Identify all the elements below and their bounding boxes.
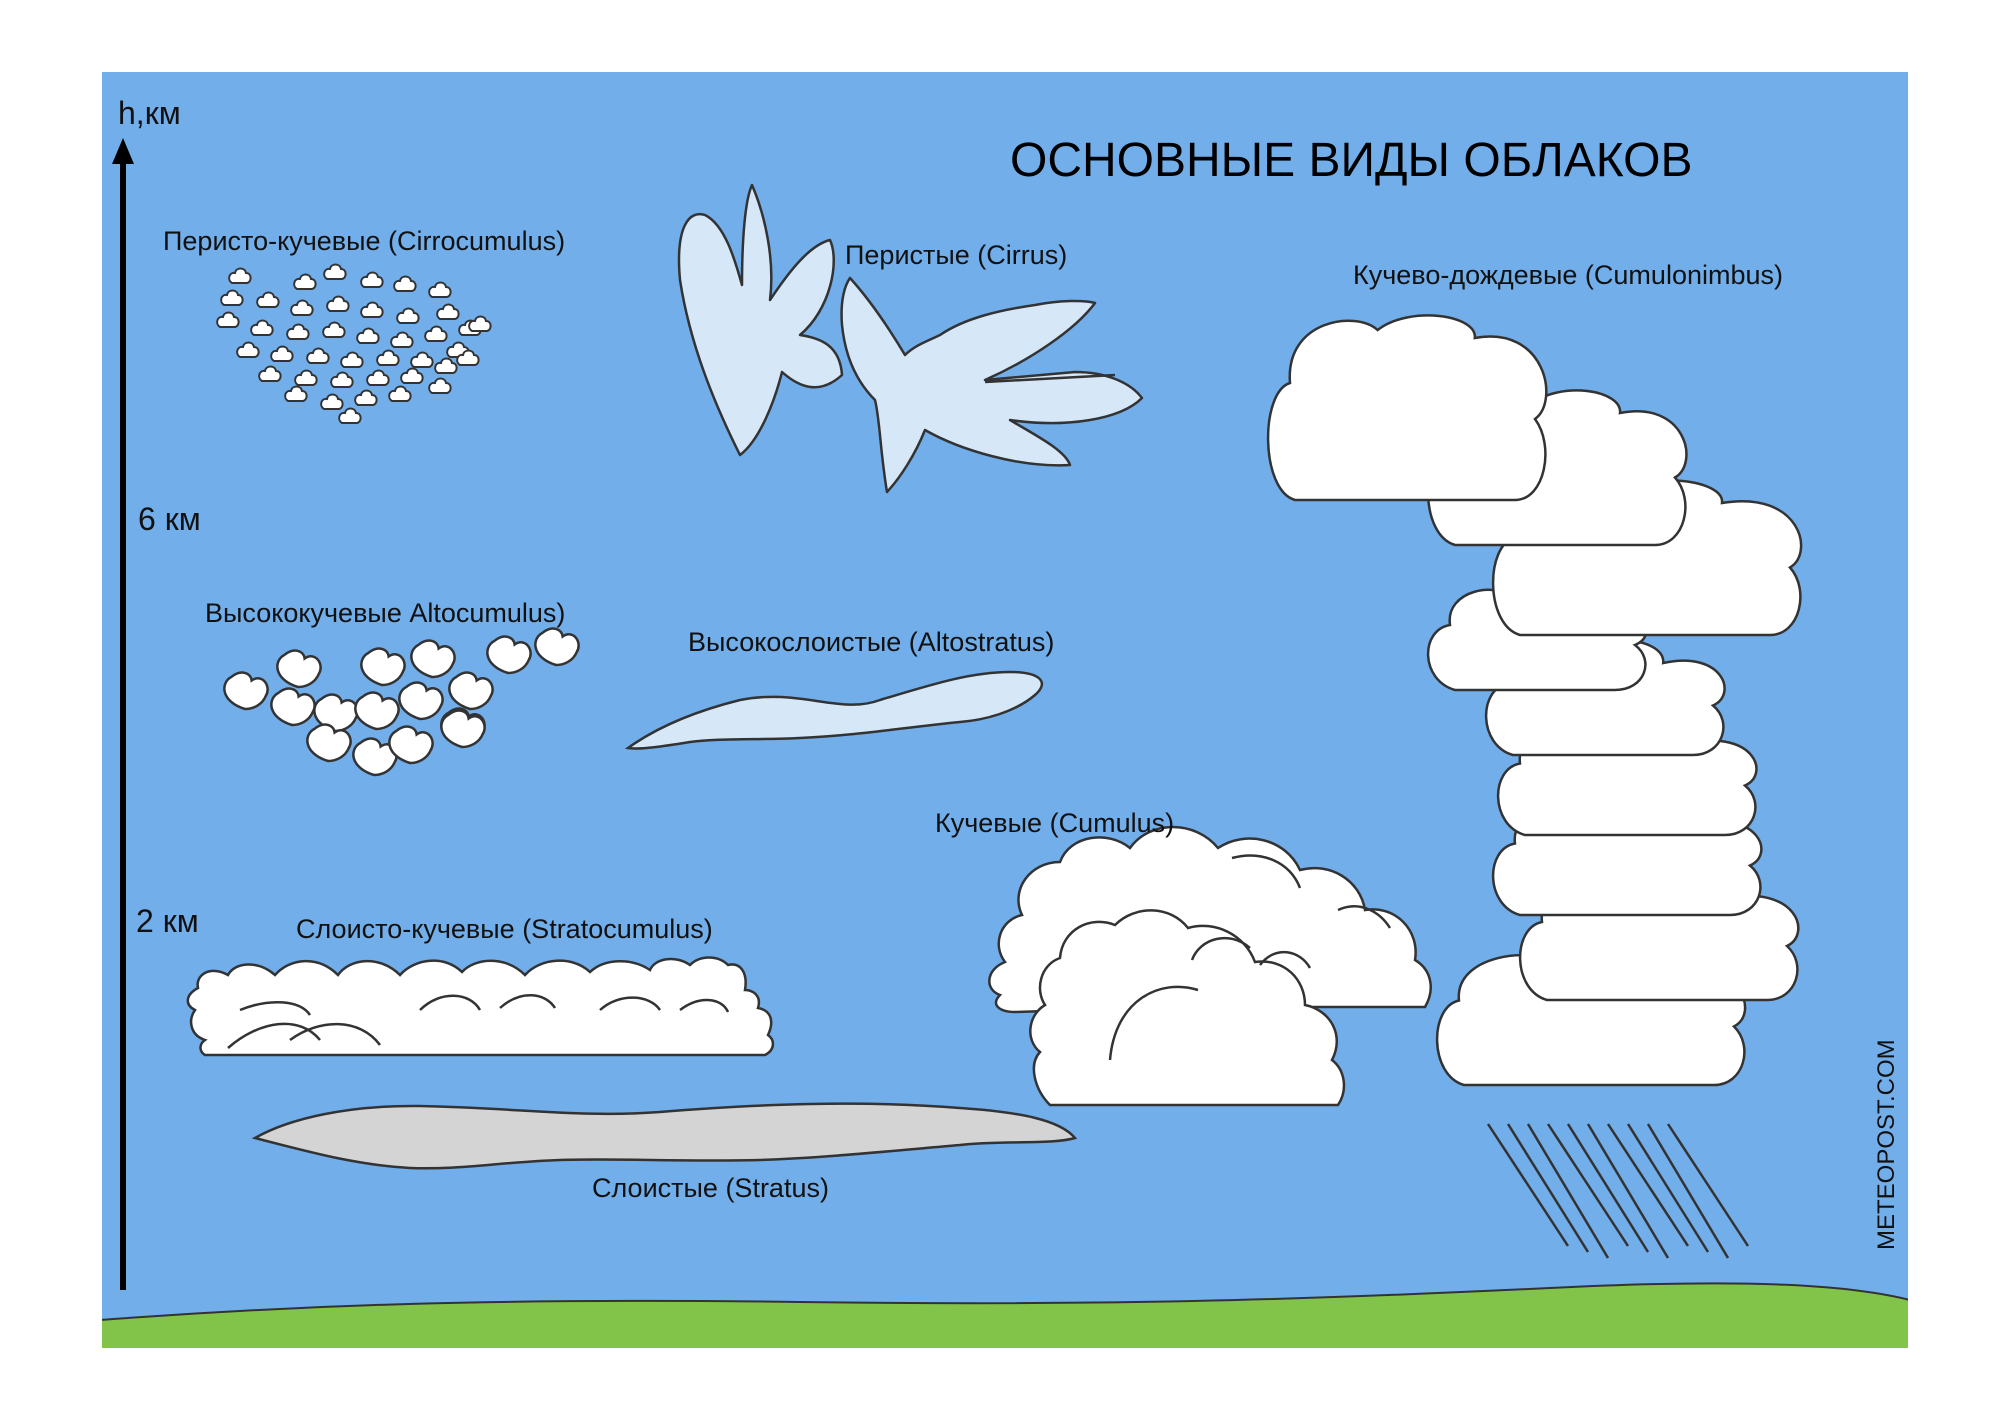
cirrocumulus-cloudlet (338, 407, 362, 424)
altocumulus-puff (276, 649, 322, 689)
stratocumulus-cloud (186, 956, 775, 1057)
cirrocumulus-cloudlet (376, 349, 400, 366)
altocumulus-puff (360, 647, 406, 687)
altocumulus-puff (352, 737, 398, 777)
rain-streak (1606, 1123, 1690, 1247)
cirrocumulus-cloudlet (428, 281, 452, 298)
cirrocumulus-cloudlet (323, 263, 347, 280)
cirrus-cloud (677, 183, 1144, 494)
cumulonimbus-cloud (1266, 314, 1803, 1087)
axis-tick-2km: 2 км (136, 903, 199, 939)
label-cumulus: Кучевые (Cumulus) (935, 808, 1174, 838)
cirrocumulus-cloudlet (354, 389, 378, 406)
cirrocumulus-cloudlet (434, 357, 458, 374)
altocumulus-puff (270, 687, 316, 727)
label-stratus: Слоистые (Stratus) (592, 1173, 829, 1203)
watermark: METEOPOST.COM (1873, 1039, 1900, 1250)
cirrocumulus-cloud (216, 263, 492, 424)
diagram-title: ОСНОВНЫЕ ВИДЫ ОБЛАКОВ (1010, 134, 1693, 187)
axis-label: h,км (118, 95, 181, 131)
altocumulus-puff (534, 627, 580, 667)
cirrocumulus-cloudlet (250, 319, 274, 336)
cirrocumulus-cloudlet (270, 345, 294, 362)
axis-tick-6km: 6 км (138, 501, 201, 537)
altocumulus-puff (388, 725, 434, 765)
height-axis (112, 138, 134, 1290)
cirrocumulus-cloudlet (256, 291, 280, 308)
stratus-cloud (251, 1102, 1078, 1170)
cirrocumulus-cloudlet (293, 273, 317, 290)
cirrocumulus-cloudlet (216, 311, 240, 328)
cirrocumulus-cloudlet (294, 369, 318, 386)
cirrocumulus-cloudlet (424, 325, 448, 342)
altocumulus-puff (448, 671, 494, 711)
rain-streaks (1486, 1123, 1750, 1259)
cirrocumulus-cloudlet (220, 289, 244, 306)
cirrocumulus-cloudlet (360, 301, 384, 318)
cirrocumulus-cloudlet (340, 351, 364, 368)
altocumulus-puff (486, 635, 532, 675)
ground (102, 1282, 1908, 1348)
cirrocumulus-cloudlet (396, 307, 420, 324)
cirrocumulus-cloudlet (330, 371, 354, 388)
cirrocumulus-cloudlet (320, 393, 344, 410)
cumulus-cloud (988, 825, 1432, 1107)
cirrocumulus-cloudlet (393, 275, 417, 292)
cirrocumulus-cloudlet (390, 331, 414, 348)
altocumulus-cloud (223, 627, 580, 777)
altocumulus-puff (398, 681, 444, 721)
cirrocumulus-cloudlet (306, 347, 330, 364)
cirrocumulus-cloudlet (290, 299, 314, 316)
label-cirrus: Перистые (Cirrus) (845, 240, 1067, 270)
cirrocumulus-cloudlet (356, 327, 380, 344)
altocumulus-puff (410, 639, 456, 679)
rain-streak (1566, 1123, 1650, 1253)
rain-streak (1586, 1123, 1670, 1259)
altocumulus-puff (354, 691, 400, 731)
altocumulus-puff (223, 671, 269, 711)
cirrocumulus-cloudlet (428, 377, 452, 394)
rain-streak (1646, 1123, 1730, 1259)
cirrocumulus-cloudlet (326, 295, 350, 312)
label-cirrocumulus: Перисто-кучевые (Cirrocumulus) (163, 226, 565, 256)
rain-streak (1526, 1123, 1610, 1259)
cirrocumulus-cloudlet (366, 369, 390, 386)
rain-streak (1506, 1123, 1590, 1253)
cirrocumulus-cloudlet (236, 341, 260, 358)
rain-streak (1626, 1123, 1710, 1253)
cirrocumulus-cloudlet (468, 315, 492, 332)
label-altostratus: Высокослоистые (Altostratus) (688, 627, 1054, 657)
label-cumulonimbus: Кучево-дождевые (Cumulonimbus) (1353, 260, 1783, 290)
cirrocumulus-cloudlet (436, 303, 460, 320)
label-altocumulus: Высококучевые Altocumulus) (205, 598, 565, 628)
cirrocumulus-cloudlet (410, 351, 434, 368)
cirrocumulus-cloudlet (360, 271, 384, 288)
altostratus-cloud (624, 670, 1043, 750)
altocumulus-puff (306, 723, 352, 763)
cirrocumulus-cloudlet (258, 365, 282, 382)
rain-streak (1486, 1123, 1570, 1247)
cirrocumulus-cloudlet (286, 323, 310, 340)
cirrocumulus-cloudlet (456, 349, 480, 366)
altocumulus-puff (440, 709, 486, 749)
cirrocumulus-cloudlet (228, 267, 252, 284)
cirrocumulus-cloudlet (388, 385, 412, 402)
cumulonimbus-layer (1266, 314, 1548, 502)
cirrocumulus-cloudlet (284, 385, 308, 402)
cirrocumulus-cloudlet (400, 367, 424, 384)
rain-streak (1666, 1123, 1750, 1247)
label-stratocumulus: Слоисто-кучевые (Stratocumulus) (296, 914, 713, 944)
rain-streak (1546, 1123, 1630, 1247)
cirrocumulus-cloudlet (322, 321, 346, 338)
